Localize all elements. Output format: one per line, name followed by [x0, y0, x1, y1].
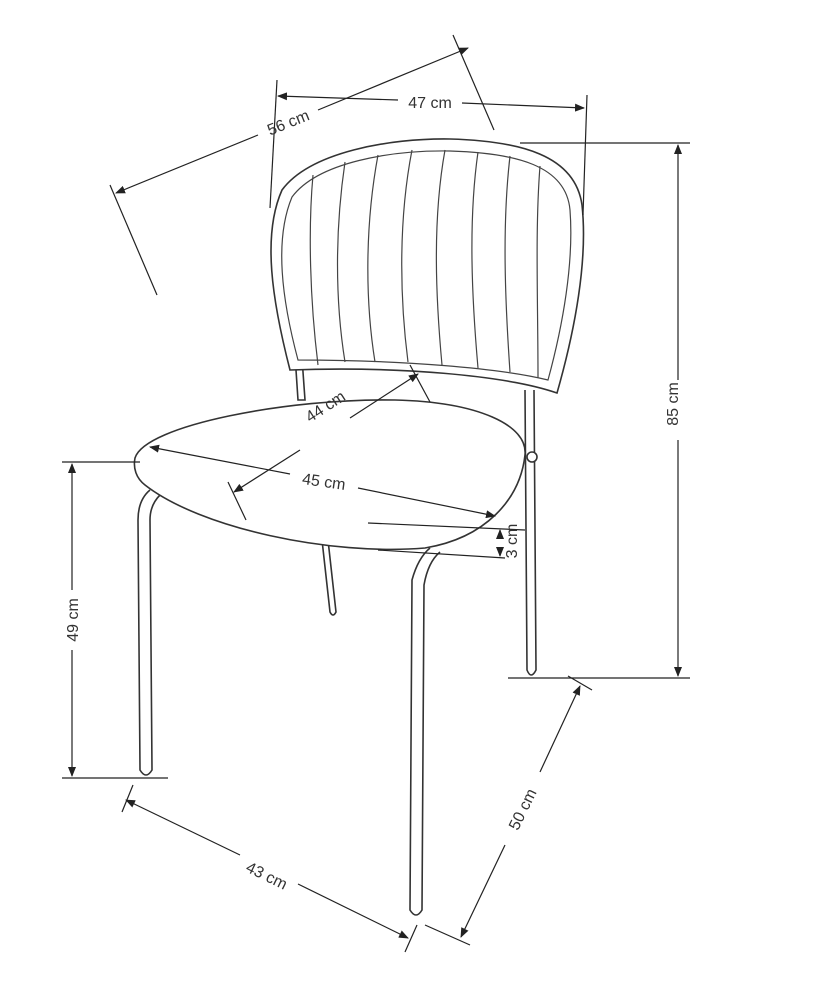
back-right-leg	[524, 389, 537, 676]
label-43cm: 43 cm	[243, 859, 290, 893]
label-50cm: 50 cm	[506, 786, 540, 833]
dimension-leg-span-front: 43 cm	[121, 784, 418, 953]
seat-cushion	[133, 399, 526, 551]
label-47cm: 47 cm	[408, 95, 452, 112]
backrest-pleats	[309, 149, 541, 379]
label-3cm: 3 cm	[504, 524, 521, 559]
dimension-width-back: 47 cm	[269, 79, 588, 216]
chair-legs	[137, 354, 537, 916]
front-right-leg	[409, 547, 441, 916]
chair-backrest	[270, 138, 585, 395]
dimension-leg-span-side: 50 cm	[424, 675, 593, 946]
seat-bolt	[526, 451, 538, 463]
dimension-seat-height: 49 cm	[62, 461, 168, 779]
backrest-outer	[270, 138, 585, 395]
dimension-seat-thickness: 3 cm	[367, 522, 526, 559]
label-56cm: 56 cm	[265, 107, 312, 139]
backrest-inner	[281, 150, 572, 381]
label-49cm: 49 cm	[65, 598, 82, 642]
back-left-leg	[321, 539, 337, 616]
label-45cm: 45 cm	[301, 471, 347, 494]
chair-seat	[133, 399, 538, 551]
front-left-leg	[137, 489, 161, 776]
label-85cm: 85 cm	[665, 382, 682, 426]
dimension-height-total: 85 cm	[508, 142, 690, 679]
dimension-seat-width: 45 cm	[149, 444, 496, 519]
